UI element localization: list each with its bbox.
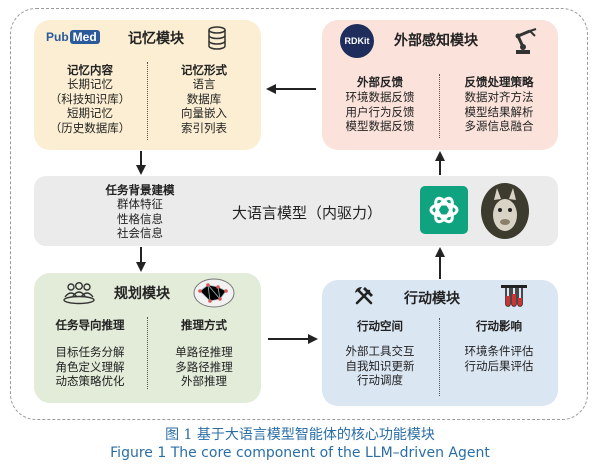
chatgpt-logo-icon: [420, 186, 468, 234]
external-feedback-heading: 外部反馈: [357, 75, 403, 89]
list-item: 社会信息: [117, 226, 163, 240]
task-reasoning-heading: 任务导向推理: [55, 318, 125, 332]
action-impact-list: 环境条件评估 行动后果评估: [446, 344, 552, 373]
task-reasoning-list: 目标任务分解 角色定义理解 动态策略优化: [40, 345, 140, 389]
memory-form-heading: 记忆形式: [181, 63, 227, 77]
planning-divider: [147, 317, 148, 389]
list-item: 向量嵌入: [181, 106, 227, 120]
arrow-planning-to-action: [268, 334, 318, 344]
list-item: 语言: [192, 77, 216, 91]
external-feedback-list: 环境数据反馈 用户行为反馈 模型数据反馈: [330, 90, 430, 134]
feedback-strategy-list: 数据对齐方法 模型结果解析 多源信息融合: [446, 90, 552, 134]
reasoning-method-heading: 推理方式: [181, 318, 227, 332]
list-item: （历史数据库）: [49, 120, 131, 135]
arrow-llm-to-perception: [435, 151, 445, 175]
rdkit-logo: RDKit: [340, 24, 374, 58]
hammer-pick-icon: [355, 287, 373, 305]
list-item: 动态策略优化: [55, 374, 125, 388]
arrow-action-to-llm: [435, 247, 445, 279]
list-item: 用户行为反馈: [345, 104, 415, 119]
network-graph-icon: [193, 278, 235, 308]
memory-form-list: 语言 数据库 向量嵌入 索引列表: [154, 77, 254, 135]
team-icon: [63, 282, 95, 305]
outer-dashed-frame: [10, 8, 588, 420]
list-item: 数据对齐方法: [464, 90, 534, 104]
figure-caption-zh: 图 1 基于大语言模型智能体的核心功能模块: [165, 427, 435, 443]
llm-module: 任务背景建模 群体特征 性格信息 社会信息 大语言模型（内驱力）: [34, 176, 558, 246]
action-space-list: 外部工具交互 自我知识更新 行动调度: [330, 344, 430, 388]
list-item: 多源信息融合: [464, 119, 534, 133]
planning-module-title: 规划模块: [114, 286, 170, 302]
memory-module-title: 记忆模块: [128, 31, 184, 47]
llama-avatar-icon: [481, 183, 529, 239]
list-item: 索引列表: [181, 120, 227, 135]
arrow-memory-to-llm: [136, 151, 146, 175]
perception-divider: [439, 74, 440, 138]
memory-content-list: 长期记忆 （科技知识库） 短期记忆 （历史数据库）: [40, 77, 140, 135]
action-module-title: 行动模块: [404, 291, 460, 307]
list-item: （科技知识库）: [49, 91, 131, 106]
figure-caption-en: Figure 1 The core component of the LLM–d…: [110, 445, 490, 461]
list-item: 目标任务分解: [55, 345, 125, 359]
action-divider: [439, 318, 440, 396]
list-item: 角色定义理解: [55, 359, 125, 374]
llm-title: 大语言模型（内驱力）: [232, 204, 383, 222]
list-item: 行动后果评估: [464, 358, 534, 373]
arrow-llm-to-planning: [136, 247, 146, 272]
reasoning-method-list: 单路径推理 多路径推理 外部推理: [154, 345, 254, 389]
perception-module-title: 外部感知模块: [394, 33, 478, 49]
list-item: 环境数据反馈: [345, 90, 415, 104]
perception-module: RDKit 外部感知模块 外部反馈 环境数据反馈 用户行为反馈 模型数据反馈 反…: [322, 20, 558, 150]
list-item: 数据库: [186, 91, 222, 106]
list-item: 外部推理: [181, 374, 227, 388]
task-background-list: 群体特征 性格信息 社会信息: [90, 197, 190, 241]
list-item: 长期记忆: [67, 77, 113, 91]
robot-arm-icon: [515, 28, 537, 54]
memory-divider: [147, 62, 148, 140]
planning-module: 规划模块 任务导向推理 目标任务分解 角色定义理解 动态策略优化 推理方式 单路…: [34, 273, 261, 403]
action-impact-heading: 行动影响: [476, 319, 522, 333]
task-background-heading: 任务背景建模: [105, 183, 175, 197]
action-module: 行动模块 行动空间 外部工具交互 自我知识更新 行动调度 行动影响 环境条件评估…: [322, 280, 558, 406]
list-item: 模型结果解析: [464, 104, 534, 119]
arrow-perception-to-memory: [266, 84, 316, 94]
database-icon: [208, 26, 226, 50]
test-tubes-icon: [501, 285, 527, 307]
list-item: 短期记忆: [67, 106, 113, 120]
list-item: 模型数据反馈: [345, 119, 415, 133]
feedback-strategy-heading: 反馈处理策略: [464, 75, 534, 89]
action-space-heading: 行动空间: [357, 319, 403, 333]
list-item: 性格信息: [117, 211, 163, 226]
list-item: 自我知识更新: [345, 358, 415, 373]
memory-content-heading: 记忆内容: [67, 63, 113, 77]
list-item: 群体特征: [117, 197, 163, 211]
list-item: 单路径推理: [175, 345, 233, 359]
list-item: 环境条件评估: [464, 344, 534, 358]
list-item: 多路径推理: [175, 359, 233, 374]
list-item: 外部工具交互: [345, 344, 415, 358]
list-item: 行动调度: [357, 373, 403, 387]
